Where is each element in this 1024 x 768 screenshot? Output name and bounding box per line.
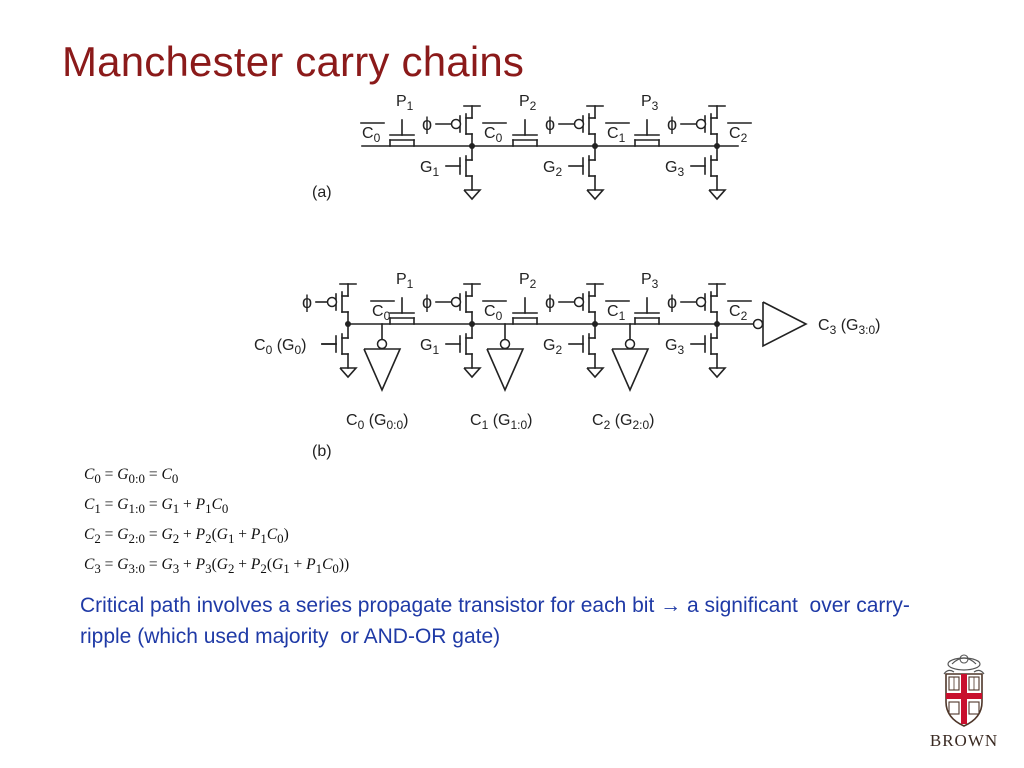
caption-b: (b) <box>312 443 332 460</box>
ground-symbol <box>586 189 605 201</box>
ground-symbol <box>708 367 727 379</box>
equation-c3: C3 = G3:0 = G3 + P3(G2 + P2(G1 + P1C0)) <box>84 556 350 577</box>
ground-symbol <box>463 189 482 201</box>
phi-label: ϕ <box>545 292 555 312</box>
brown-university-logo: BROWN <box>930 654 998 750</box>
p-label: P3 <box>641 93 659 113</box>
p-label: P3 <box>641 271 659 291</box>
caption-a: (a) <box>312 184 332 201</box>
brown-shield-icon <box>943 654 985 727</box>
input-c0-label: C0 (G0) <box>254 337 306 357</box>
equation-c2: C2 = G2:0 = G2 + P2(G1 + P1C0) <box>84 526 289 547</box>
output-c2-label: C2 (G2:0) <box>592 412 654 432</box>
inversion-bubble <box>573 118 585 130</box>
c-label: C0 <box>484 303 503 323</box>
p-label: P2 <box>519 271 537 291</box>
inverter-buffer <box>486 348 525 392</box>
p-label: P1 <box>396 271 414 291</box>
output-c1-label: C1 (G1:0) <box>470 412 532 432</box>
output-c0-label: C0 (G0:0) <box>346 412 408 432</box>
g-label: G3 <box>665 159 684 179</box>
g-label: G1 <box>420 337 439 357</box>
ground-symbol <box>463 367 482 379</box>
phi-label: ϕ <box>667 114 677 134</box>
c-label: C0 <box>484 125 503 145</box>
equation-c1: C1 = G1:0 = G1 + P1C0 <box>84 496 229 517</box>
inversion-bubble <box>326 296 338 308</box>
c0-label-b: C0 <box>372 303 391 323</box>
phi-label: ϕ <box>422 292 432 312</box>
ground-symbol <box>708 189 727 201</box>
inversion-bubble <box>624 338 636 350</box>
c-label: C2 <box>729 303 748 323</box>
g-label: G2 <box>543 337 562 357</box>
g-label: G3 <box>665 337 684 357</box>
inversion-bubble <box>499 338 511 350</box>
inversion-bubble <box>450 118 462 130</box>
phi-label: ϕ <box>422 114 432 134</box>
c0-label: C0 <box>362 125 381 145</box>
phi-label: ϕ <box>302 292 312 312</box>
inverter-buffer <box>363 348 402 392</box>
g-label: G2 <box>543 159 562 179</box>
inversion-bubble <box>573 296 585 308</box>
ground-symbol <box>586 367 605 379</box>
slide-title: Manchester carry chains <box>62 38 525 85</box>
inversion-bubble <box>376 338 388 350</box>
c-label: C1 <box>607 125 626 145</box>
inversion-bubble <box>450 296 462 308</box>
output-buffer <box>762 301 808 348</box>
p-label: P1 <box>396 93 414 113</box>
c-label: C1 <box>607 303 626 323</box>
p-label: P2 <box>519 93 537 113</box>
ground-symbol <box>339 367 358 379</box>
equation-c0: C0 = G0:0 = C0 <box>84 466 179 487</box>
phi-label: ϕ <box>667 292 677 312</box>
inversion-bubble <box>752 318 764 330</box>
c-label: C2 <box>729 125 748 145</box>
output-c3-label: C3 (G3:0) <box>818 317 880 337</box>
carry-equations: C0 = G0:0 = C0 C1 = G1:0 = G1 + P1C0 C2 … <box>84 462 349 582</box>
inverter-buffer <box>611 348 650 392</box>
brown-wordmark: BROWN <box>930 731 998 750</box>
g-label: G1 <box>420 159 439 179</box>
body-text: Critical path involves a series propagat… <box>80 594 910 648</box>
inversion-bubble <box>695 118 707 130</box>
inversion-bubble <box>695 296 707 308</box>
phi-label: ϕ <box>545 114 555 134</box>
